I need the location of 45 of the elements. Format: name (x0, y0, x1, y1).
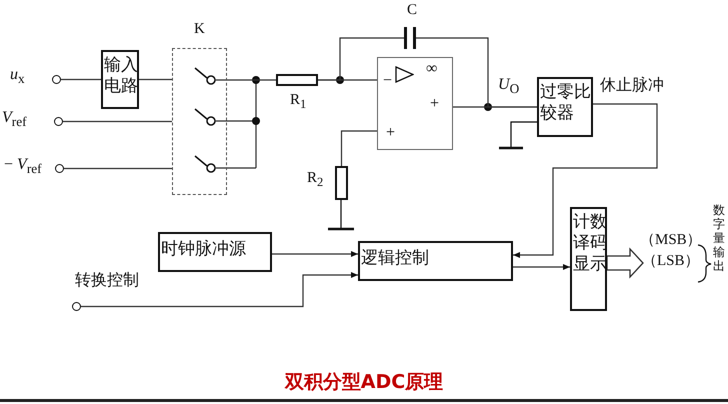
component-label: K (194, 21, 205, 38)
component-label: R$_{1}$ (290, 92, 306, 113)
bit-label: （MSB） (640, 232, 702, 249)
op-amp-box (377, 57, 453, 150)
terminal-circle (52, 75, 61, 84)
side-label: − V$_{ref}$ (4, 156, 42, 178)
wire (63, 120, 172, 122)
side-label: 休止脉冲 (600, 77, 664, 94)
block-label: 逻辑控制 (361, 249, 429, 266)
side-label: 转换控制 (75, 272, 139, 289)
terminal-circle (55, 164, 64, 173)
block-box (101, 50, 139, 109)
wire (61, 78, 101, 80)
side-label: u$_{x}$ (10, 66, 25, 88)
arrow (272, 251, 358, 257)
wire (340, 130, 377, 166)
wire (227, 79, 276, 81)
wire (64, 168, 172, 170)
caption: 双积分型ADC原理 (284, 370, 444, 394)
hollow-arrow (606, 247, 644, 279)
op-amp-sign: + (430, 95, 440, 112)
block-label: 输入电路 (104, 54, 139, 96)
block-label: 过零比较器 (540, 81, 592, 123)
terminal-circle (72, 302, 81, 311)
block-box (570, 207, 607, 311)
op-amp-sign: − (383, 72, 392, 89)
wire (453, 106, 537, 108)
block-label: 时钟脉冲源 (161, 240, 246, 257)
component-label: R$_{2}$ (307, 170, 324, 191)
side-label: V$_{ref}$ (2, 109, 27, 130)
arrow (81, 272, 358, 308)
component-label: C (407, 2, 418, 19)
terminal-circle (54, 117, 63, 126)
bit-label: （LSB） (642, 253, 700, 270)
wire (139, 78, 172, 80)
block-box (537, 77, 593, 137)
output-label: 数字量输出 (713, 203, 726, 273)
wire (318, 37, 404, 81)
op-amp-sign: ∞ (426, 60, 438, 77)
arrow (513, 103, 658, 258)
block-box (158, 232, 272, 272)
block-box (358, 241, 513, 281)
arrow (513, 264, 570, 270)
op-amp-sign: + (386, 124, 396, 141)
voltage-label: U$_{O}$ (498, 76, 520, 98)
